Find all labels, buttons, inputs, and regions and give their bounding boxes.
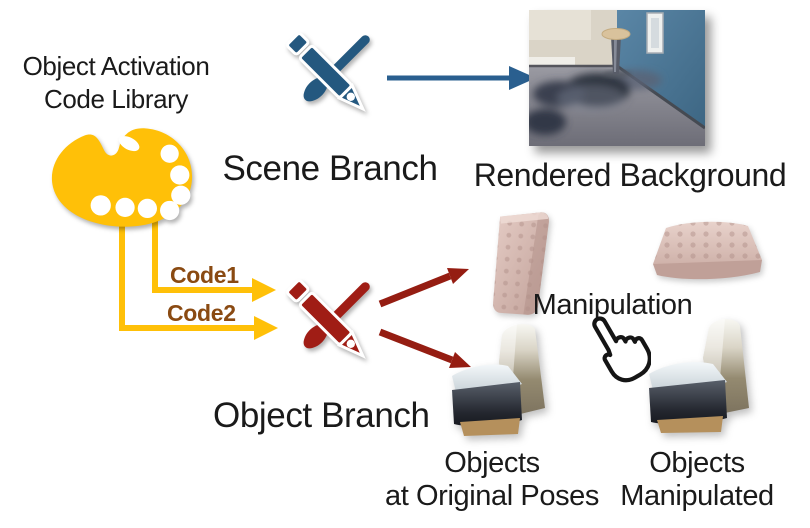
- hand-cursor-icon: [592, 316, 651, 383]
- cushion-original-image: [493, 212, 549, 315]
- caption-objects-manipulated-line2: Manipulated: [620, 480, 774, 512]
- object-branch-paint-tools-icon: [286, 279, 370, 359]
- caption-objects-manipulated: Objects Manipulated: [608, 447, 786, 513]
- library-title: Object Activation Code Library: [2, 50, 230, 116]
- code1-label: Code1: [170, 262, 239, 288]
- code2-label: Code2: [167, 300, 236, 326]
- chair-manipulated-image: [649, 319, 749, 433]
- object-branch-label: Object Branch: [213, 396, 430, 435]
- caption-objects-original-line2: at Original Poses: [384, 480, 600, 512]
- manipulation-label: Manipulation: [532, 289, 693, 321]
- rendered-background-image: [529, 10, 705, 146]
- object-branch-arrows: [378, 268, 471, 368]
- library-title-line1: Object Activation: [22, 51, 210, 81]
- cushion-manipulated-image: [653, 221, 762, 280]
- scene-arrow: [387, 66, 536, 90]
- library-title-line2: Code Library: [43, 84, 189, 114]
- chair-original-image: [452, 324, 545, 436]
- scene-branch-label: Scene Branch: [222, 149, 438, 188]
- code1-arrow-line: [152, 212, 254, 293]
- code2-arrow-line: [119, 212, 256, 331]
- code2-arrowhead: [254, 316, 278, 340]
- caption-objects-original-line1: Objects: [444, 447, 540, 479]
- caption-objects-original: Objects at Original Poses: [377, 447, 607, 513]
- palette-icon: [51, 128, 193, 227]
- code-arrows: [119, 212, 278, 340]
- arrow-to-original: [378, 272, 452, 308]
- caption-objects-manipulated-line1: Objects: [649, 447, 745, 479]
- arrow-to-manipulated: [378, 328, 454, 364]
- scene-branch-paint-tools-icon: [286, 32, 370, 112]
- code1-arrowhead: [252, 278, 276, 302]
- rendered-background-label: Rendered Background: [473, 157, 787, 193]
